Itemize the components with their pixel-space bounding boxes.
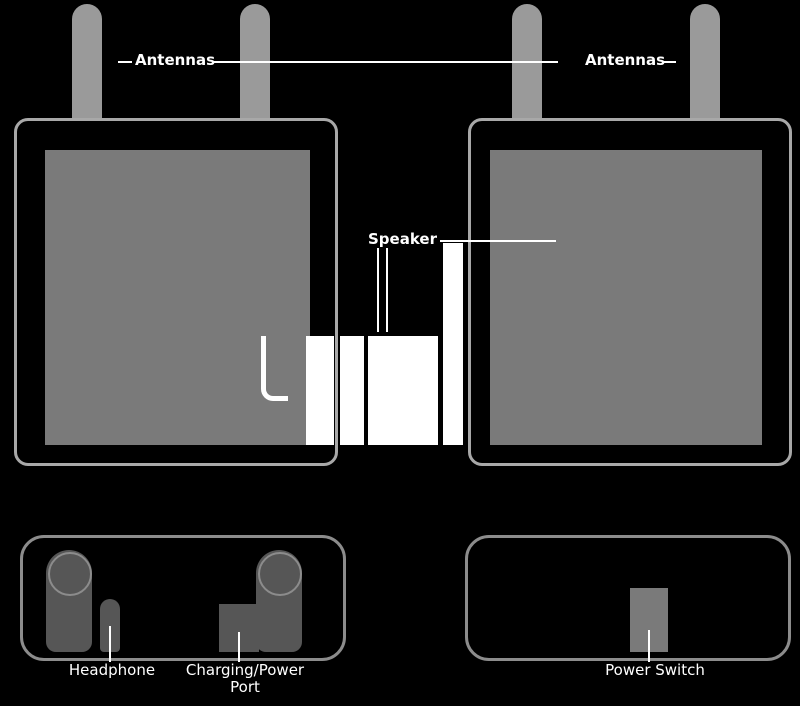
headphone-leader-line [109, 626, 111, 662]
charging-port-label-line1: Charging/Power [185, 661, 305, 679]
belt-clip-ring-icon [258, 552, 302, 596]
handset-left [14, 118, 338, 466]
antenna-leader-line [118, 61, 132, 63]
speaker-highlight-bar [368, 336, 438, 445]
speaker-leader-line [386, 248, 388, 332]
antenna-icon [512, 4, 542, 122]
antenna-icon [72, 4, 102, 122]
speaker-leader-line [440, 240, 556, 242]
antenna-leader-line [662, 61, 676, 63]
speaker-highlight-bar [443, 243, 463, 445]
handset-right [468, 118, 792, 466]
antenna-icon [240, 4, 270, 122]
speaker-highlight-bar [340, 336, 364, 445]
speaker-leader-line [377, 248, 379, 332]
speaker-label: Speaker [368, 230, 437, 248]
speaker-pointer-bracket [261, 336, 288, 401]
power-switch-label: Power Switch [605, 661, 705, 679]
speaker-grille-right [490, 150, 762, 445]
antennas-label-left: Antennas [135, 51, 216, 69]
charging-port-leader-line [238, 632, 240, 662]
power-switch-leader-line [648, 630, 650, 662]
bottom-view-left [20, 535, 346, 661]
charging-port-label-line2: Port [230, 678, 260, 696]
charging-port-label: Charging/Power Port [175, 662, 315, 696]
speaker-highlight-bar [306, 336, 334, 445]
antenna-connector-line [212, 61, 558, 63]
antennas-label-right: Antennas [585, 51, 666, 69]
belt-clip-ring-icon [48, 552, 92, 596]
bottom-view-right [465, 535, 791, 661]
headphone-label: Headphone [68, 661, 156, 679]
antenna-icon [690, 4, 720, 122]
headphone-jack [100, 599, 120, 652]
